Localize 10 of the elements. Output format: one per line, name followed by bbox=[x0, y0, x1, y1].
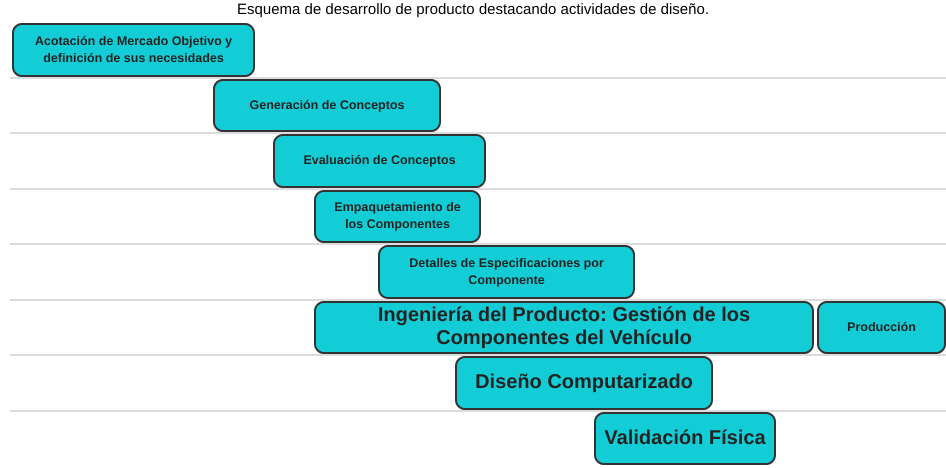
process-box: Empaquetamiento de los Componentes bbox=[314, 190, 481, 243]
process-box: Acotación de Mercado Objetivo y definición de sus necesidades bbox=[12, 23, 255, 76]
process-box: Validación Física bbox=[594, 412, 776, 465]
diagram-title: Esquema de desarrollo de producto destacando actividades de diseño. bbox=[236, 0, 710, 20]
process-box: Generación de Conceptos bbox=[213, 78, 441, 132]
process-box: Evaluación de Conceptos bbox=[273, 134, 486, 188]
process-box: Ingeniería del Producto: Gestión de los Componentes del Vehículo bbox=[314, 300, 814, 354]
process-box: Producción bbox=[817, 300, 946, 354]
process-box: Detalles de Especificaciones por Componente bbox=[378, 245, 635, 298]
process-box: Diseño Computarizado bbox=[455, 356, 713, 410]
